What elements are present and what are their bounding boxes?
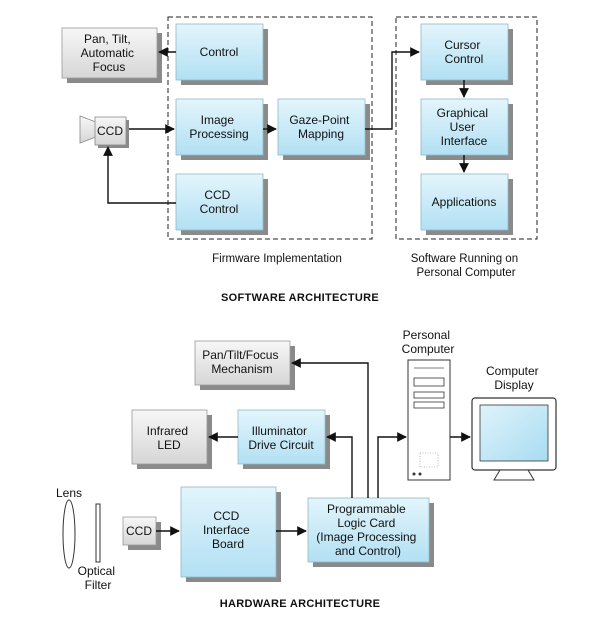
- cursor-control-label: Cursor Control: [444, 38, 483, 66]
- computer-tower-icon: [407, 359, 451, 481]
- optical-filter-icon: [95, 503, 101, 563]
- pan-tilt-focus-box: [61, 27, 158, 79]
- firmware-caption: Firmware Implementation: [212, 253, 342, 265]
- pc-software-region: [395, 16, 538, 240]
- computer-display-label: Computer Display: [486, 364, 542, 392]
- gaze-point-mapping-box: [277, 98, 366, 156]
- gaze-point-mapping-label: Gaze-Point Mapping: [289, 113, 352, 141]
- control-label: Control: [200, 45, 239, 59]
- pan-tilt-focus-mechanism-box: [194, 340, 291, 386]
- infrared-led-label: Infrared LED: [147, 424, 192, 452]
- hw-ccd-box: [122, 516, 157, 546]
- optical-filter-label: Optical Filter: [78, 564, 119, 592]
- gui-box: [420, 98, 509, 156]
- personal-computer-label: Personal Computer: [402, 328, 455, 356]
- image-processing-box: [175, 98, 264, 156]
- programmable-logic-card-label: Programmable Logic Card (Image Processin…: [316, 502, 419, 558]
- lens-icon: [62, 499, 76, 569]
- pan-tilt-focus-label: Pan, Tilt, Automatic Focus: [81, 32, 138, 74]
- applications-box: [420, 173, 509, 231]
- pan-tilt-focus-mechanism-label: Pan/Tilt/Focus Mechanism: [202, 348, 282, 376]
- programmable-logic-card-box: [307, 497, 430, 563]
- hw-ccd-label: CCD: [126, 524, 152, 538]
- cursor-control-box: [420, 23, 509, 81]
- computer-display-icon: [471, 397, 557, 481]
- ccd-camera-icon: CCD: [79, 115, 129, 148]
- ccd-control-label: CCD Control: [200, 188, 239, 216]
- ccd-control-box: [175, 173, 264, 231]
- gui-label: Graphical User Interface: [437, 106, 492, 148]
- applications-label: Applications: [432, 195, 497, 209]
- infrared-led-box: [131, 409, 208, 465]
- control-box: [175, 23, 264, 81]
- image-processing-label: Image Processing: [189, 113, 248, 141]
- software-architecture-heading: SOFTWARE ARCHITECTURE: [221, 292, 379, 304]
- ccd-interface-board-label: CCD Interface Board: [203, 509, 253, 551]
- illuminator-drive-circuit-box: [237, 409, 326, 465]
- pc-software-caption: Software Running on Personal Computer: [411, 253, 522, 279]
- software-connectors: [103, 47, 469, 204]
- svg-text:CCD: CCD: [97, 124, 123, 138]
- hardware-connectors: [156, 358, 471, 536]
- hardware-architecture-heading: HARDWARE ARCHITECTURE: [220, 598, 381, 610]
- ccd-interface-board-box: [180, 486, 277, 578]
- illuminator-drive-circuit-label: Illuminator Drive Circuit: [248, 424, 314, 452]
- lens-label: Lens: [56, 486, 82, 500]
